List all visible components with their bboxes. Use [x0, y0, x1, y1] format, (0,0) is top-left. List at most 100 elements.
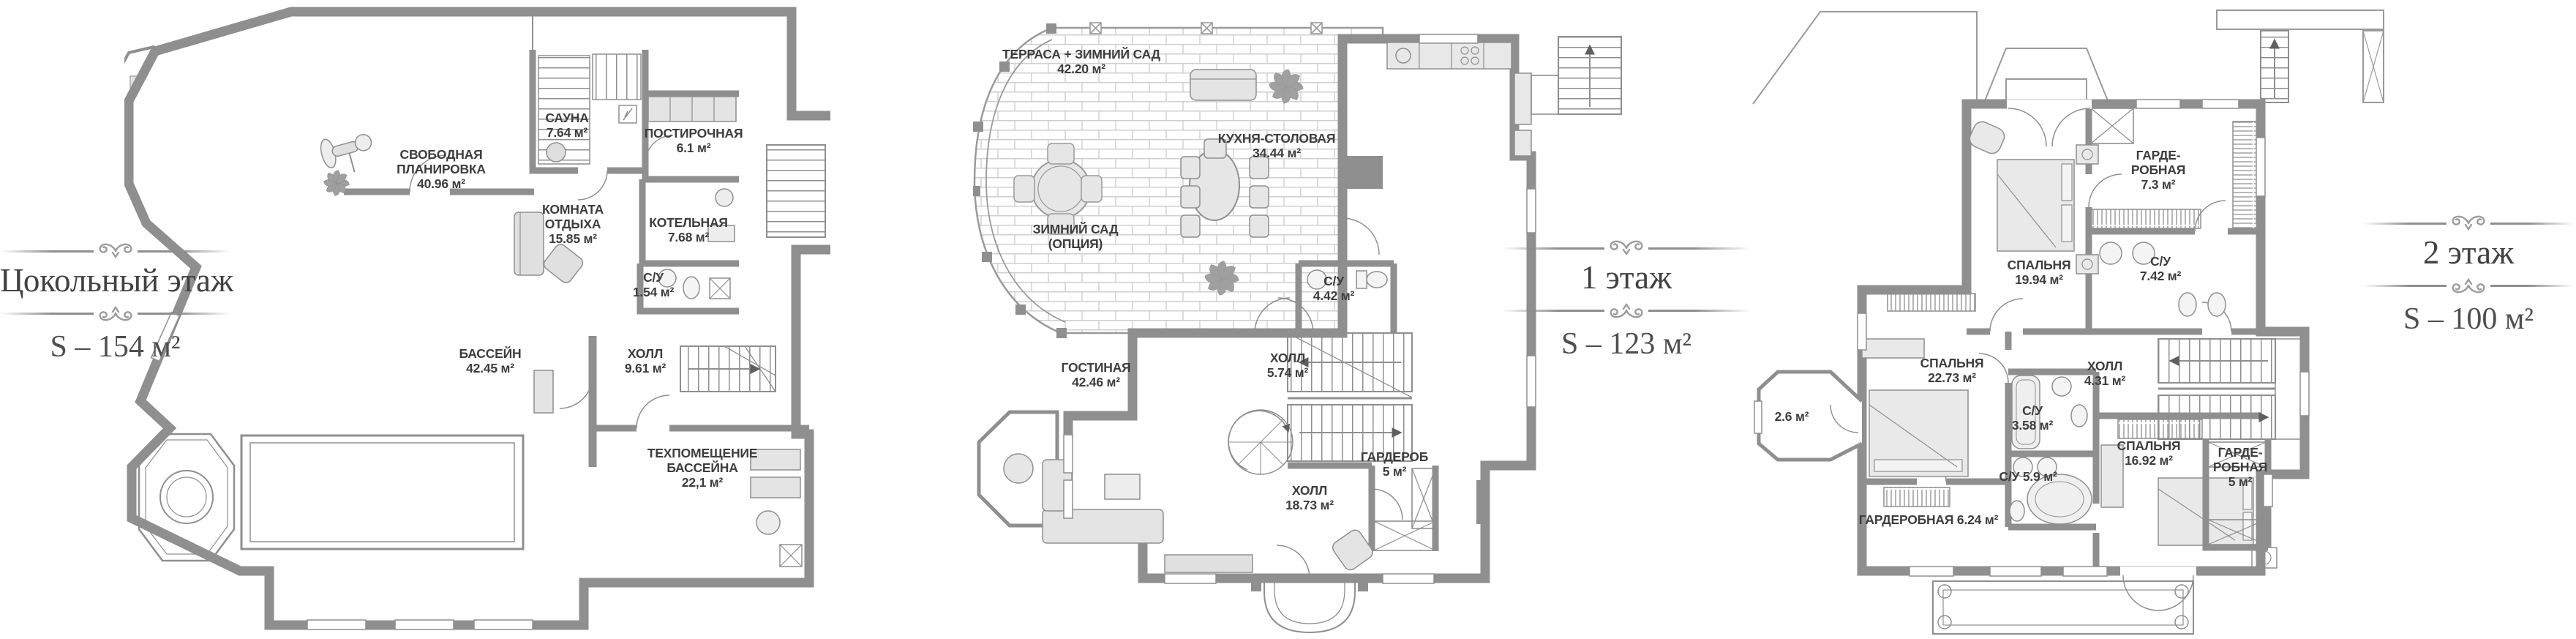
room-name: БАССЕЙН: [459, 346, 522, 362]
room-area: 34.44 м²: [1253, 146, 1301, 160]
room-area: 1.54 м²: [632, 285, 675, 299]
floor-title: Цокольный этаж: [0, 262, 234, 299]
divider-line: [1502, 309, 1604, 312]
room-name: С/У: [2022, 403, 2043, 419]
room-label-living-room: ГОСТИНАЯ 42.46 м²: [1061, 360, 1131, 390]
floor-label-floor1: 1 этаж S – 123 м²: [1502, 239, 1751, 359]
room-area: 22,1 м²: [681, 474, 724, 490]
room-label-bedroom-2273: СПАЛЬНЯ 22.73 м²: [1920, 356, 1984, 386]
room-label-wardrobe-5: ГАРДЕ-РОБНАЯ 5 м²: [2206, 445, 2275, 490]
room-label-wc-59: С/У 5.9 м²: [1999, 469, 2057, 485]
divider-ornament-bottom: [2363, 276, 2574, 295]
room-name: КОТЕЛЬНАЯ: [649, 215, 728, 231]
floor-area: S – 123 м²: [1561, 327, 1692, 362]
room-label-hall-big: ХОЛЛ 18.73 м²: [1285, 483, 1334, 513]
room-name: САУНА: [545, 111, 589, 126]
divider-ornament-bottom: [0, 304, 230, 323]
room-label-pool: БАССЕЙН 42.45 м²: [459, 346, 522, 376]
room-area: 7.42 м²: [2139, 269, 2182, 283]
divider-ornament-top: [1502, 239, 1751, 258]
divider-line: [1648, 247, 1751, 250]
room-name: ХОЛЛ: [1291, 483, 1328, 498]
divider-line: [1648, 309, 1751, 312]
room-area: 4.42 м²: [1313, 288, 1355, 303]
room-label-pool-tech: ТЕХПОМЕЩЕНИЕ БАССЕЙНА 22,1 м²: [635, 446, 770, 490]
room-area: 18.73 м²: [1285, 498, 1334, 512]
floor1-terrace: [973, 22, 1384, 338]
room-area: 42.46 м²: [1072, 375, 1120, 389]
divider-line: [2490, 222, 2574, 225]
room-name: СПАЛЬНЯ: [2117, 438, 2181, 454]
divider-line: [2490, 284, 2574, 287]
room-label-wc-742: С/У 7.42 м²: [2139, 254, 2182, 284]
room-label-laundry: ПОСТИРОЧНАЯ 6.1 м²: [644, 126, 743, 156]
divider-line: [0, 250, 94, 253]
room-label-wc-floor1: С/У 4.42 м²: [1313, 274, 1354, 304]
room-label-lounge: КОМНАТА ОТДЫХА 15.85 м²: [527, 202, 619, 247]
room-area: 15.85 м²: [549, 231, 597, 246]
room-area: 6.24 м²: [1956, 512, 1999, 528]
room-area: 5 м²: [1382, 464, 1407, 479]
room-label-winter-garden: ЗИМНИЙ САД (ОПЦИЯ): [1030, 222, 1122, 252]
room-label-wardrobe-73: ГАРДЕ-РОБНАЯ 7.3 м²: [2124, 148, 2193, 193]
floorplan-floor1-drawing: [973, 22, 1622, 634]
floor2-interior: [1754, 99, 2310, 635]
room-area: 9.61 м²: [624, 361, 666, 375]
room-label-kitchen: КУХНЯ-СТОЛОВАЯ 34.44 м²: [1217, 131, 1336, 161]
floorplan-floor2-drawing: [1752, 10, 2384, 635]
room-label-bedroom-1994: СПАЛЬНЯ 19.94 м²: [2008, 258, 2071, 288]
divider-line: [2363, 284, 2447, 287]
basement-walls: [124, 7, 830, 630]
room-name: ХОЛЛ: [2087, 359, 2123, 374]
room-label-free-plan: СВОБОДНАЯ ПЛАНИРОВКА 40.96 м²: [383, 147, 500, 192]
room-label-wc-basement: С/У 1.54 м²: [632, 270, 675, 300]
room-label-boiler: КОТЕЛЬНАЯ 7.68 м²: [649, 215, 728, 245]
scroll-ornament-icon: [2452, 278, 2485, 294]
room-area: 3.58 м²: [2011, 418, 2054, 433]
room-name: КОМНАТА ОТДЫХА: [541, 202, 604, 232]
basement-interior: [138, 12, 826, 630]
room-name: ПОСТИРОЧНАЯ: [644, 126, 743, 141]
room-label-hall-small: ХОЛЛ 5.74 м²: [1267, 351, 1308, 381]
floor-area: S – 154 м²: [50, 330, 181, 365]
floor-title: 2 этаж: [2422, 234, 2515, 271]
room-name: ГОСТИНАЯ: [1061, 360, 1131, 375]
room-area: 19.94 м²: [2015, 272, 2063, 287]
room-name: С/У: [1999, 469, 2020, 485]
room-area: 7.68 м²: [667, 230, 710, 244]
divider-line: [137, 250, 230, 253]
divider-line: [0, 312, 94, 315]
room-label-bedroom-1692: СПАЛЬНЯ 16.92 м²: [2117, 438, 2181, 468]
floor-title: 1 этаж: [1580, 259, 1672, 296]
room-area: 5.74 м²: [1266, 365, 1309, 380]
room-label-wc-358: С/У 3.58 м²: [2011, 403, 2054, 433]
room-name: СПАЛЬНЯ: [1920, 356, 1984, 371]
room-area: 7.64 м²: [546, 125, 588, 140]
floorplan-basement-drawing: [124, 7, 830, 630]
room-name: С/У: [643, 270, 664, 285]
room-label-wardrobe-floor1: ГАРДЕРОБ 5 м²: [1361, 449, 1428, 479]
room-name: ГАРДЕ-РОБНАЯ: [2212, 445, 2268, 475]
room-name: ХОЛЛ: [627, 346, 664, 362]
room-name: СПАЛЬНЯ: [2007, 258, 2071, 273]
scroll-ornament-icon: [98, 306, 132, 321]
floor1-interior: [1042, 34, 1622, 634]
room-area: 42.20 м²: [1057, 61, 1105, 76]
floor2-roof: [1752, 10, 2384, 105]
room-name: ЗИМНИЙ САД (ОПЦИЯ): [1032, 222, 1119, 251]
room-name: КУХНЯ-СТОЛОВАЯ: [1217, 131, 1336, 146]
room-label-hall-431: ХОЛЛ 4.31 м²: [2084, 359, 2125, 389]
floor1-walls: [977, 34, 1536, 583]
floor-label-basement: Цокольный этаж S – 154 м²: [0, 242, 234, 365]
scroll-ornament-icon: [1610, 303, 1643, 318]
room-area: 2.6 м²: [1774, 409, 1809, 425]
room-name: ТЕХПОМЕЩЕНИЕ БАССЕЙНА: [647, 446, 758, 476]
divider-ornament-top: [2363, 214, 2574, 233]
divider-ornament-top: [0, 242, 230, 261]
room-label-terrace: ТЕРРАСА + ЗИМНИЙ САД 42.20 м²: [1002, 47, 1160, 77]
room-name: ТЕРРАСА + ЗИМНИЙ САД: [1002, 47, 1160, 62]
room-area: 16.92 м²: [2125, 453, 2173, 468]
scroll-ornament-icon: [98, 243, 132, 259]
room-area: 40.96 м²: [417, 176, 465, 191]
